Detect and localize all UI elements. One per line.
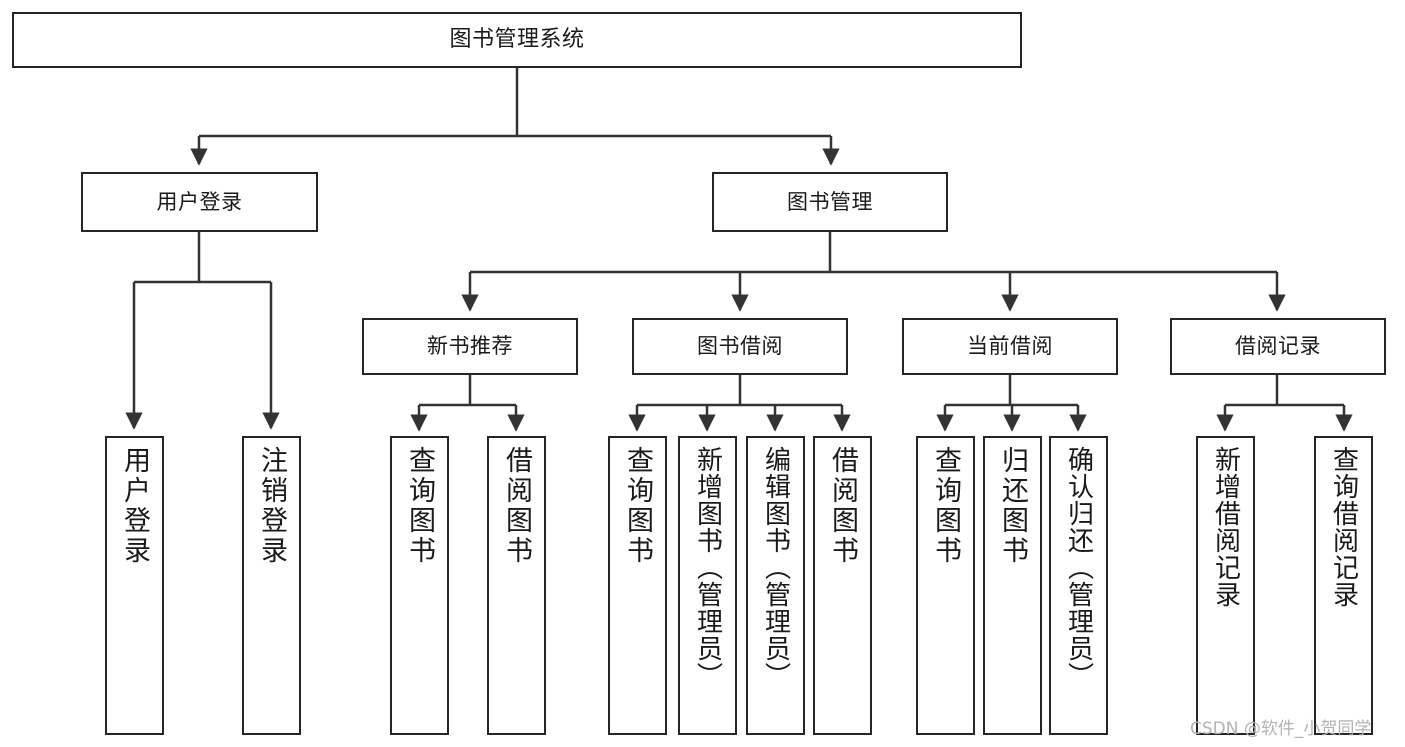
leaf-book-borrow-query[interactable]: 查询图书 <box>608 436 667 735</box>
node-label: 图书管理系统 <box>449 27 585 52</box>
leaf-book-borrow-add[interactable]: 新增图书（管理员） <box>678 436 737 735</box>
leaf-borrow-record-add[interactable]: 新增借阅记录 <box>1196 436 1255 735</box>
leaf-new-book-query[interactable]: 查询图书 <box>390 436 449 735</box>
leaf-borrow-record-query[interactable]: 查询借阅记录 <box>1314 436 1373 735</box>
node-label: 借阅图书 <box>501 446 532 566</box>
leaf-current-borrow-query[interactable]: 查询图书 <box>916 436 975 735</box>
node-label: 当前借阅 <box>967 334 1053 358</box>
csdn-watermark: CSDN @软件_小贺同学 <box>1190 719 1372 739</box>
node-label: 借阅图书 <box>827 446 858 566</box>
node-root-system[interactable]: 图书管理系统 <box>12 12 1022 68</box>
node-new-book-recommend[interactable]: 新书推荐 <box>362 318 578 375</box>
leaf-new-book-borrow[interactable]: 借阅图书 <box>487 436 546 735</box>
node-label: 用户登录 <box>156 189 243 214</box>
node-label: 注销登录 <box>256 446 287 566</box>
leaf-current-borrow-confirm-return[interactable]: 确认归还（管理员） <box>1049 436 1108 735</box>
leaf-user-login-logout[interactable]: 注销登录 <box>242 436 301 735</box>
node-label: 查询图书 <box>404 446 435 566</box>
node-user-login[interactable]: 用户登录 <box>81 172 318 232</box>
node-label: 借阅记录 <box>1235 334 1321 358</box>
node-book-borrow[interactable]: 图书借阅 <box>632 318 848 375</box>
node-label: 查询借阅记录 <box>1328 446 1359 608</box>
leaf-user-login-login[interactable]: 用户登录 <box>105 436 164 735</box>
node-label: 确认归还（管理员） <box>1063 446 1094 689</box>
node-label: 查询图书 <box>622 446 653 566</box>
node-label: 新增图书（管理员） <box>692 446 723 689</box>
node-borrow-record[interactable]: 借阅记录 <box>1170 318 1386 375</box>
leaf-current-borrow-return[interactable]: 归还图书 <box>983 436 1042 735</box>
node-label: 归还图书 <box>997 446 1028 566</box>
node-label: 查询图书 <box>930 446 961 566</box>
node-label: 编辑图书（管理员） <box>760 446 791 689</box>
node-book-management[interactable]: 图书管理 <box>712 172 948 232</box>
node-label: 用户登录 <box>119 446 150 566</box>
node-current-borrow[interactable]: 当前借阅 <box>902 318 1118 375</box>
leaf-book-borrow-edit[interactable]: 编辑图书（管理员） <box>746 436 805 735</box>
node-label: 图书借阅 <box>697 334 783 358</box>
node-label: 图书管理 <box>787 189 873 214</box>
node-label: 新增借阅记录 <box>1210 446 1241 608</box>
node-label: 新书推荐 <box>427 334 513 358</box>
leaf-book-borrow-borrow[interactable]: 借阅图书 <box>813 436 872 735</box>
